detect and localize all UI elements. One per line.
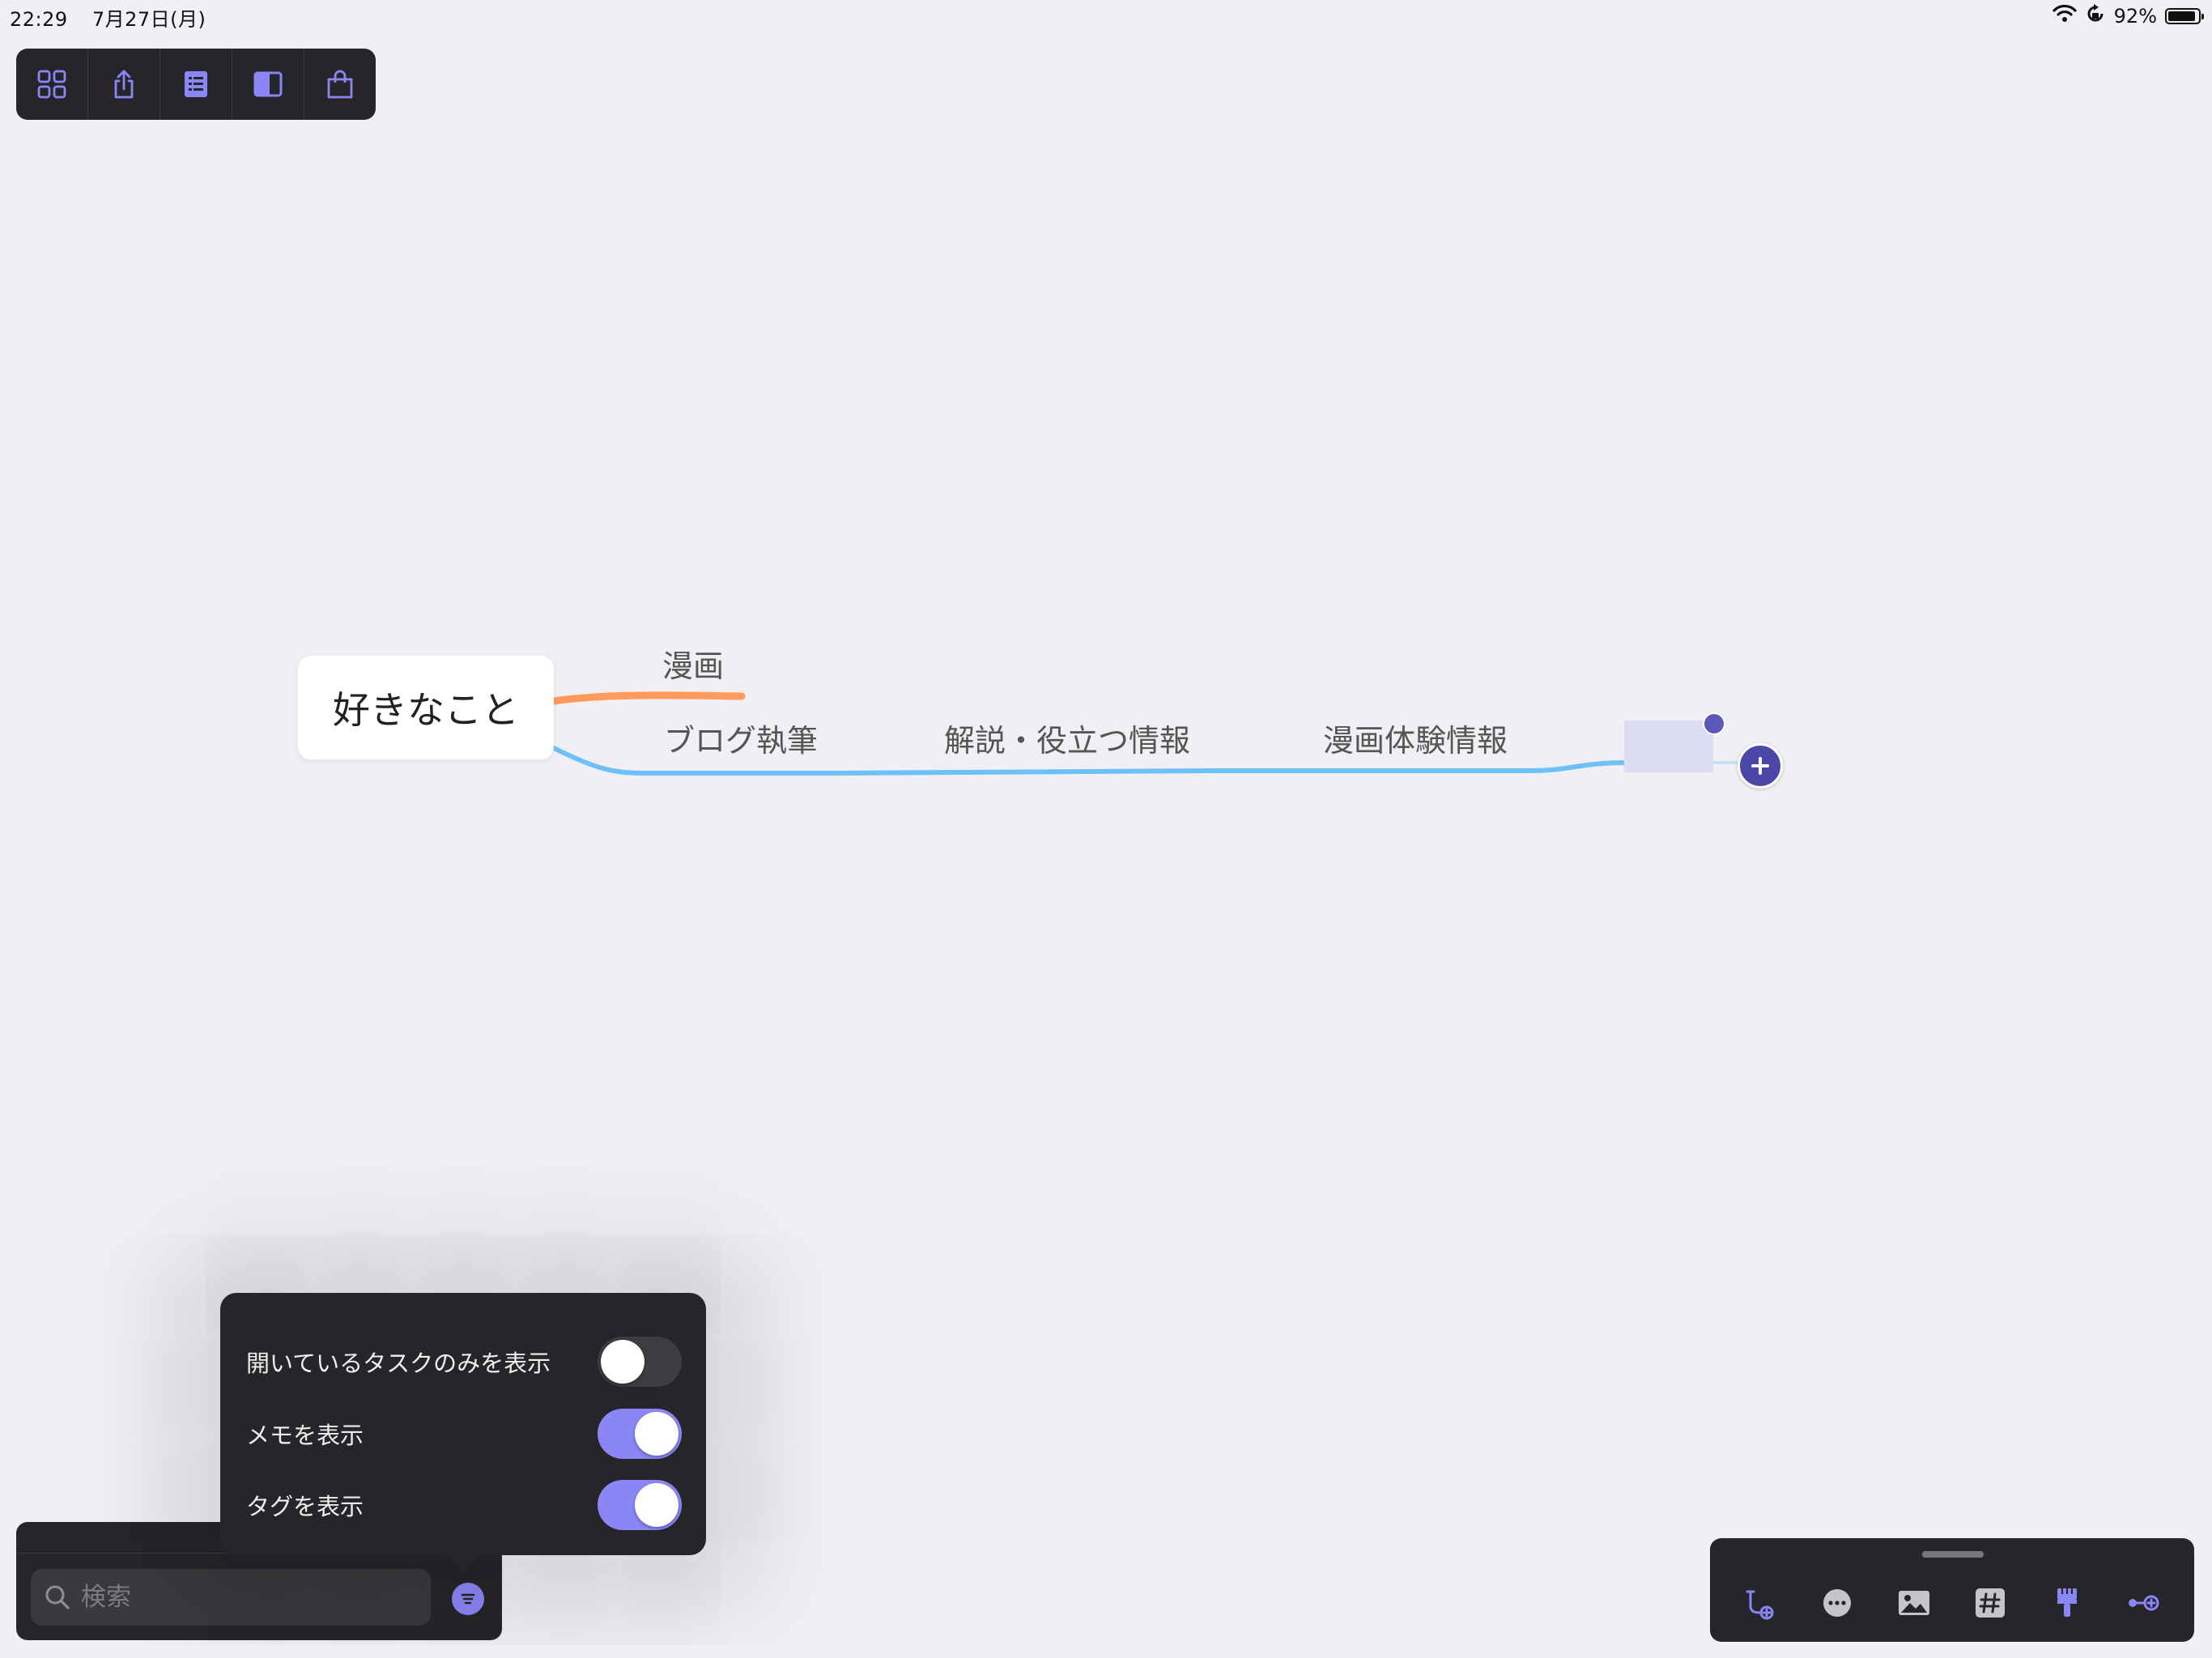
orientation-lock-icon [2085,3,2106,29]
bottom-toolbar [1710,1538,2194,1642]
share-icon[interactable] [88,49,160,120]
option-show-memo: メモを表示 [246,1405,682,1462]
status-bar-left: 22:29 7月27日(月) [10,3,223,32]
hashtag-icon[interactable] [1972,1585,2008,1621]
status-bar-right: 92% [2052,3,2204,29]
filter-icon [461,1593,475,1605]
toggle-knob [635,1412,678,1456]
search-icon [45,1585,70,1609]
option-show-tags: タグを表示 [246,1477,682,1533]
battery-icon [2165,8,2204,24]
selected-empty-topic[interactable] [1624,721,1713,772]
branch-line-blog [551,746,1708,776]
outline-list-icon[interactable] [160,49,232,120]
topic-manga-experience[interactable]: 漫画体験情報 [1323,723,1508,759]
branch-line-manga [550,691,746,705]
add-node-button[interactable] [1738,743,1783,789]
topic-explanation[interactable]: 解説・役立つ情報 [944,723,1191,759]
search-field[interactable] [31,1569,431,1626]
toggle-knob [635,1483,678,1527]
wifi-icon [2052,4,2077,28]
open-tasks-toggle[interactable] [598,1337,682,1387]
grid-icon[interactable] [16,49,88,120]
image-icon[interactable] [1896,1585,1932,1621]
show-memo-toggle[interactable] [598,1409,682,1459]
popover-arrow [445,1553,481,1572]
toggle-knob [601,1340,644,1384]
option-label: メモを表示 [246,1422,364,1449]
top-toolbar [16,49,376,120]
battery-percent: 92% [2113,5,2157,28]
filter-button[interactable] [452,1583,484,1615]
shopping-bag-icon[interactable] [304,49,376,120]
option-label: 開いているタスクのみを表示 [246,1350,551,1377]
sidebar-panel-icon[interactable] [232,49,304,120]
drag-grabber[interactable] [1922,1551,1984,1558]
add-sibling-icon[interactable] [2126,1585,2162,1621]
status-time: 22:29 [10,8,68,31]
drag-handle[interactable] [1703,712,1725,735]
filter-popover: 開いているタスクのみを表示 メモを表示 タグを表示 [220,1293,706,1555]
search-input[interactable] [79,1582,423,1613]
add-relation-icon[interactable] [1742,1585,1778,1621]
option-open-tasks-only: 開いているタスクのみを表示 [246,1333,682,1390]
status-date: 7月27日(月) [91,8,206,31]
option-label: タグを表示 [246,1493,364,1520]
topic-blog[interactable]: ブログ執筆 [664,723,819,759]
topic-manga[interactable]: 漫画 [662,648,725,684]
show-tags-toggle[interactable] [598,1480,682,1530]
root-node[interactable]: 好きなこと [298,656,554,759]
style-brush-icon[interactable] [2049,1585,2085,1621]
more-icon[interactable] [1819,1585,1855,1621]
plus-icon [1751,757,1769,775]
